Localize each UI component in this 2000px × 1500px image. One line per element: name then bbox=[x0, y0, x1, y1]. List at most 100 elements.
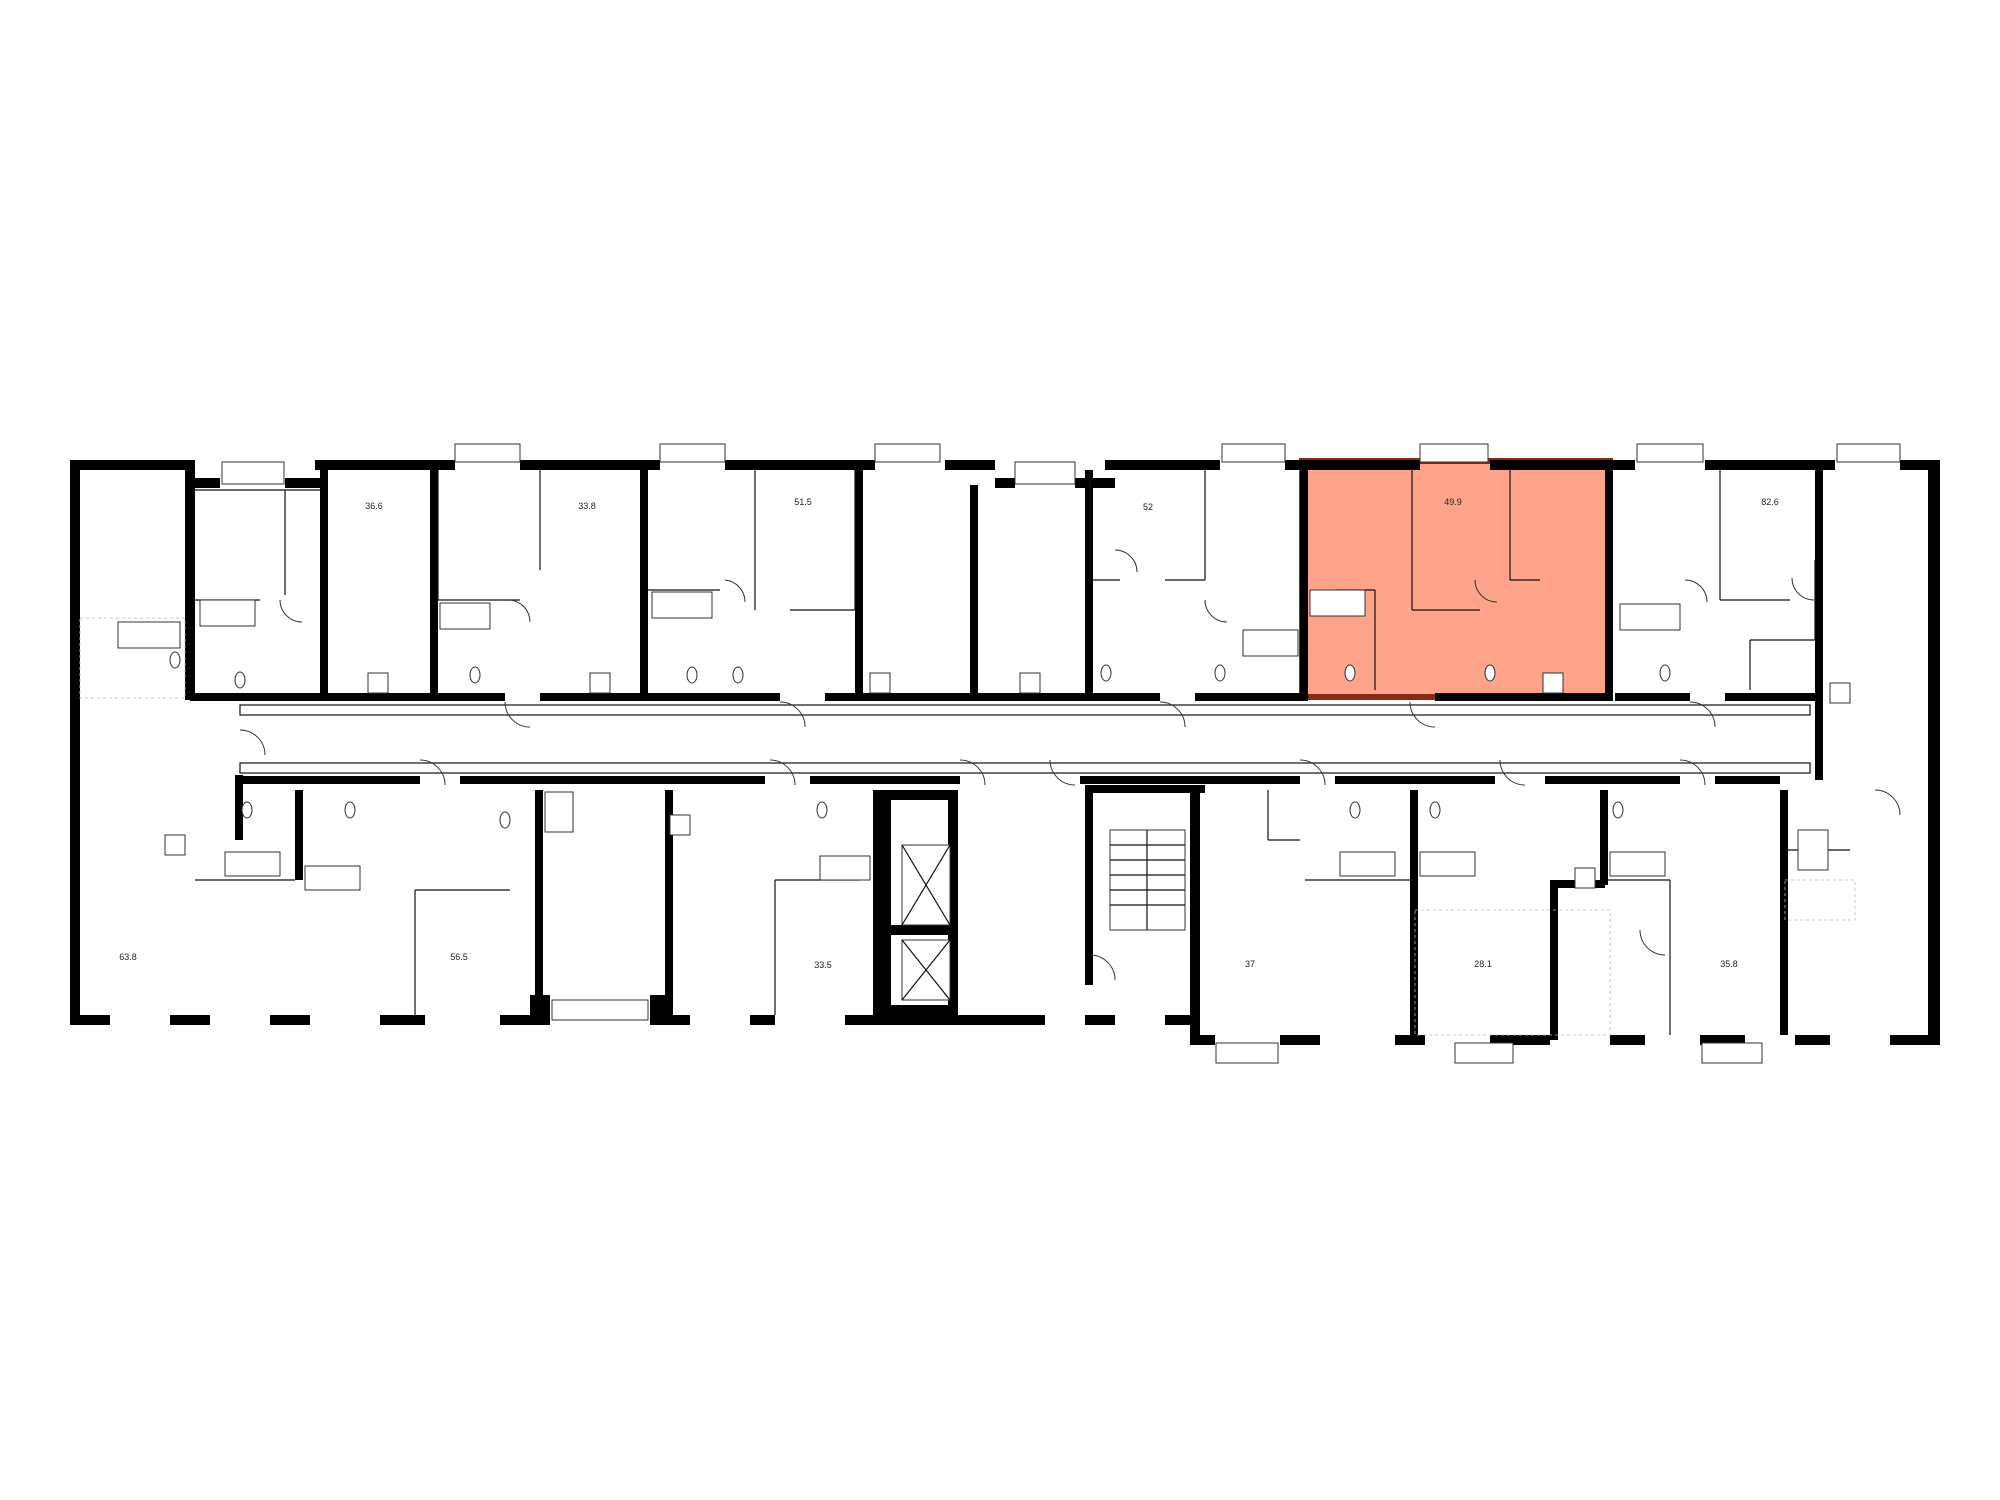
door-arc-10 bbox=[779, 701, 806, 728]
stove-9 bbox=[1574, 867, 1596, 889]
partition-10 bbox=[1815, 470, 1823, 780]
core bbox=[873, 785, 1205, 1010]
partition-bottom-8 bbox=[888, 1005, 958, 1015]
partition-bottom-9 bbox=[948, 790, 958, 1020]
wall-bottom-21 bbox=[1890, 1035, 1940, 1045]
toilet-2 bbox=[234, 671, 246, 689]
toilet-3 bbox=[469, 666, 481, 684]
door-arc-15 bbox=[419, 759, 446, 786]
stove-8 bbox=[669, 814, 691, 836]
partition-9 bbox=[1605, 461, 1613, 701]
interior-walls bbox=[185, 461, 1940, 1045]
area-label-63-8: 63.8 bbox=[119, 952, 137, 962]
stove-4 bbox=[1019, 672, 1041, 694]
toilet-8 bbox=[1344, 664, 1356, 682]
wall-top-5 bbox=[520, 460, 660, 470]
toilet-4 bbox=[686, 666, 698, 684]
wall-top-11 bbox=[1285, 460, 1420, 470]
door-arc-2 bbox=[509, 599, 531, 623]
door-arc-5 bbox=[1204, 599, 1228, 623]
door-arc-4 bbox=[1114, 549, 1138, 573]
dashed-zone-1 bbox=[79, 617, 186, 699]
wall-top-2 bbox=[195, 478, 220, 488]
stove-2 bbox=[589, 672, 611, 694]
toilet-17 bbox=[1612, 801, 1624, 819]
corridor-rail-top bbox=[239, 704, 1811, 716]
window-top-5 bbox=[1014, 461, 1076, 485]
toilet-12 bbox=[344, 801, 356, 819]
corridor-bottom-2 bbox=[460, 776, 765, 784]
windows bbox=[221, 443, 1901, 1064]
window-bottom-1 bbox=[551, 999, 649, 1021]
bathtub-4 bbox=[651, 591, 713, 619]
window-bottom-2 bbox=[1215, 1042, 1279, 1064]
partition-3 bbox=[430, 470, 438, 700]
partition-5 bbox=[855, 470, 863, 700]
wall-top-7 bbox=[945, 460, 995, 470]
window-top-8 bbox=[1636, 443, 1704, 463]
stair-wall-top bbox=[1085, 785, 1205, 793]
stove-5 bbox=[1542, 672, 1564, 694]
partition-4 bbox=[640, 470, 648, 700]
corridor-bottom-5 bbox=[1335, 776, 1495, 784]
door-arc-3 bbox=[724, 579, 746, 603]
wall-bottom-3 bbox=[270, 1015, 310, 1025]
partition-bottom-11 bbox=[1190, 790, 1200, 1020]
door-arc-19 bbox=[1299, 759, 1326, 786]
area-label-33-8: 33.8 bbox=[578, 501, 596, 511]
partition-11 bbox=[1928, 470, 1940, 1045]
partition-bottom-1 bbox=[235, 775, 243, 840]
doors bbox=[239, 549, 1901, 981]
toilet-15 bbox=[1349, 801, 1361, 819]
wall-bottom-12 bbox=[1165, 1015, 1195, 1025]
corridor-top-8 bbox=[1725, 693, 1815, 701]
wall-top-12 bbox=[1490, 460, 1635, 470]
apt-49-9-unit[interactable] bbox=[1299, 458, 1613, 700]
door-arc-14 bbox=[239, 729, 266, 756]
bathtub-7 bbox=[1619, 603, 1681, 631]
fixtures bbox=[117, 589, 1851, 891]
bathtub-6 bbox=[1309, 589, 1366, 617]
partition-bottom-6 bbox=[888, 790, 958, 800]
corridor-top-3 bbox=[540, 693, 780, 701]
wall-bottom-18 bbox=[1610, 1035, 1645, 1045]
apt-49-9-highlight[interactable] bbox=[1302, 461, 1610, 697]
wall-bottom-20 bbox=[1795, 1035, 1830, 1045]
area-labels: 63.8 36.6 33.8 51.5 52 49.9 82.6 56.5 33… bbox=[119, 497, 1779, 970]
corridor-top-1 bbox=[190, 693, 310, 701]
toilet-16 bbox=[1429, 801, 1441, 819]
wall-bottom-5 bbox=[500, 1015, 550, 1025]
window-top-6 bbox=[1221, 443, 1286, 463]
toilet-7 bbox=[1214, 664, 1226, 682]
wall-top-13 bbox=[1705, 460, 1835, 470]
wall-top-4 bbox=[315, 460, 455, 470]
partition-bottom-16 bbox=[1780, 790, 1788, 1035]
wall-bottom-6 bbox=[530, 995, 550, 1025]
partition-bottom-13 bbox=[1550, 880, 1558, 1040]
door-arc-17 bbox=[959, 759, 986, 786]
partition-bottom-7 bbox=[888, 925, 958, 935]
corridor-top-5 bbox=[1195, 693, 1300, 701]
area-label-37: 37 bbox=[1245, 959, 1255, 969]
elevator-2-x2 bbox=[901, 939, 951, 1001]
elevator-shaft-left bbox=[873, 790, 891, 1010]
corridor-bottom-7 bbox=[1715, 776, 1780, 784]
wall-bottom-1 bbox=[70, 1015, 110, 1025]
dashed-zone-3 bbox=[1784, 879, 1856, 921]
corridor-walls bbox=[190, 693, 1815, 784]
toilet-5 bbox=[732, 666, 744, 684]
bathtub-5 bbox=[1242, 629, 1299, 657]
stove-1 bbox=[367, 672, 389, 694]
toilet-9 bbox=[1484, 664, 1496, 682]
wall-bottom-4 bbox=[380, 1015, 425, 1025]
bathtub-10 bbox=[544, 791, 574, 833]
stove-3 bbox=[869, 672, 891, 694]
window-top-7 bbox=[1419, 443, 1489, 463]
door-arc-12 bbox=[1409, 701, 1436, 728]
partition-bottom-12 bbox=[1410, 790, 1418, 1035]
door-arc-6 bbox=[1474, 579, 1498, 603]
partition-bottom-2 bbox=[295, 790, 303, 880]
window-bottom-3 bbox=[1454, 1042, 1514, 1064]
wall-bottom-10 bbox=[845, 1015, 1045, 1025]
